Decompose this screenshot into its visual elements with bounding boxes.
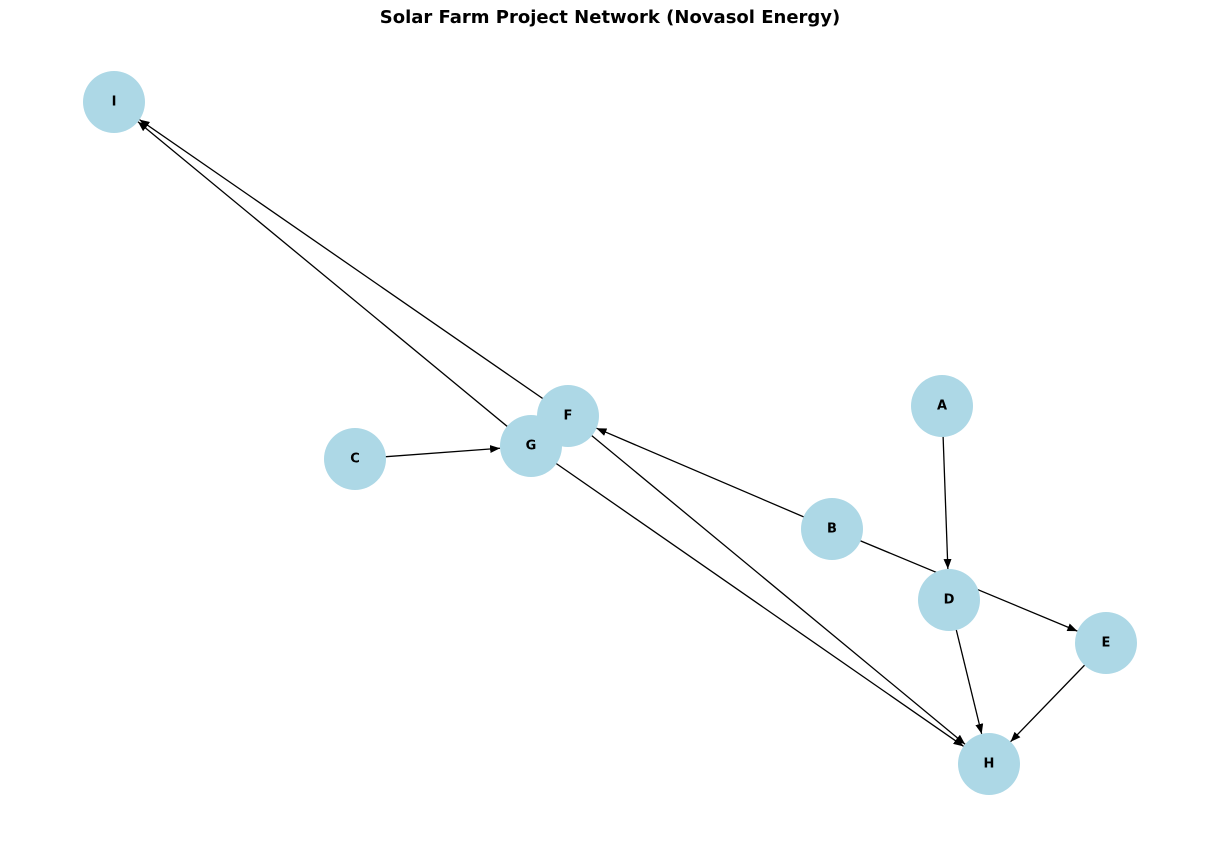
node-label: E [1102,636,1111,651]
diagram-title: Solar Farm Project Network (Novasol Ener… [379,7,841,28]
node-label: G [526,439,537,454]
node-circle [801,498,863,560]
node-a[interactable]: A [911,375,973,437]
node-circle [324,428,386,490]
node-circle [1075,612,1137,674]
node-label: B [827,522,837,537]
edge-f-h [567,415,966,745]
node-label: A [937,399,947,414]
node-circle [918,569,980,631]
node-layer: I F G C A B D E H [83,71,1137,795]
edge-layer [137,119,1107,747]
node-d[interactable]: D [918,569,980,631]
edge-g-i [137,121,532,447]
edge-b-f [596,427,833,530]
node-g[interactable]: G [500,415,562,477]
node-label: C [350,452,360,467]
node-label: I [112,95,117,110]
node-label: F [564,409,573,424]
edge-g-h [530,445,964,747]
node-c[interactable]: C [324,428,386,490]
node-h[interactable]: H [958,733,1020,795]
node-b[interactable]: B [801,498,863,560]
node-label: H [984,757,995,772]
node-circle [958,733,1020,795]
node-circle [911,375,973,437]
node-circle [500,415,562,477]
node-label: D [944,593,955,608]
node-e[interactable]: E [1075,612,1137,674]
node-circle [83,71,145,133]
node-i[interactable]: I [83,71,145,133]
edge-f-i [139,119,569,417]
